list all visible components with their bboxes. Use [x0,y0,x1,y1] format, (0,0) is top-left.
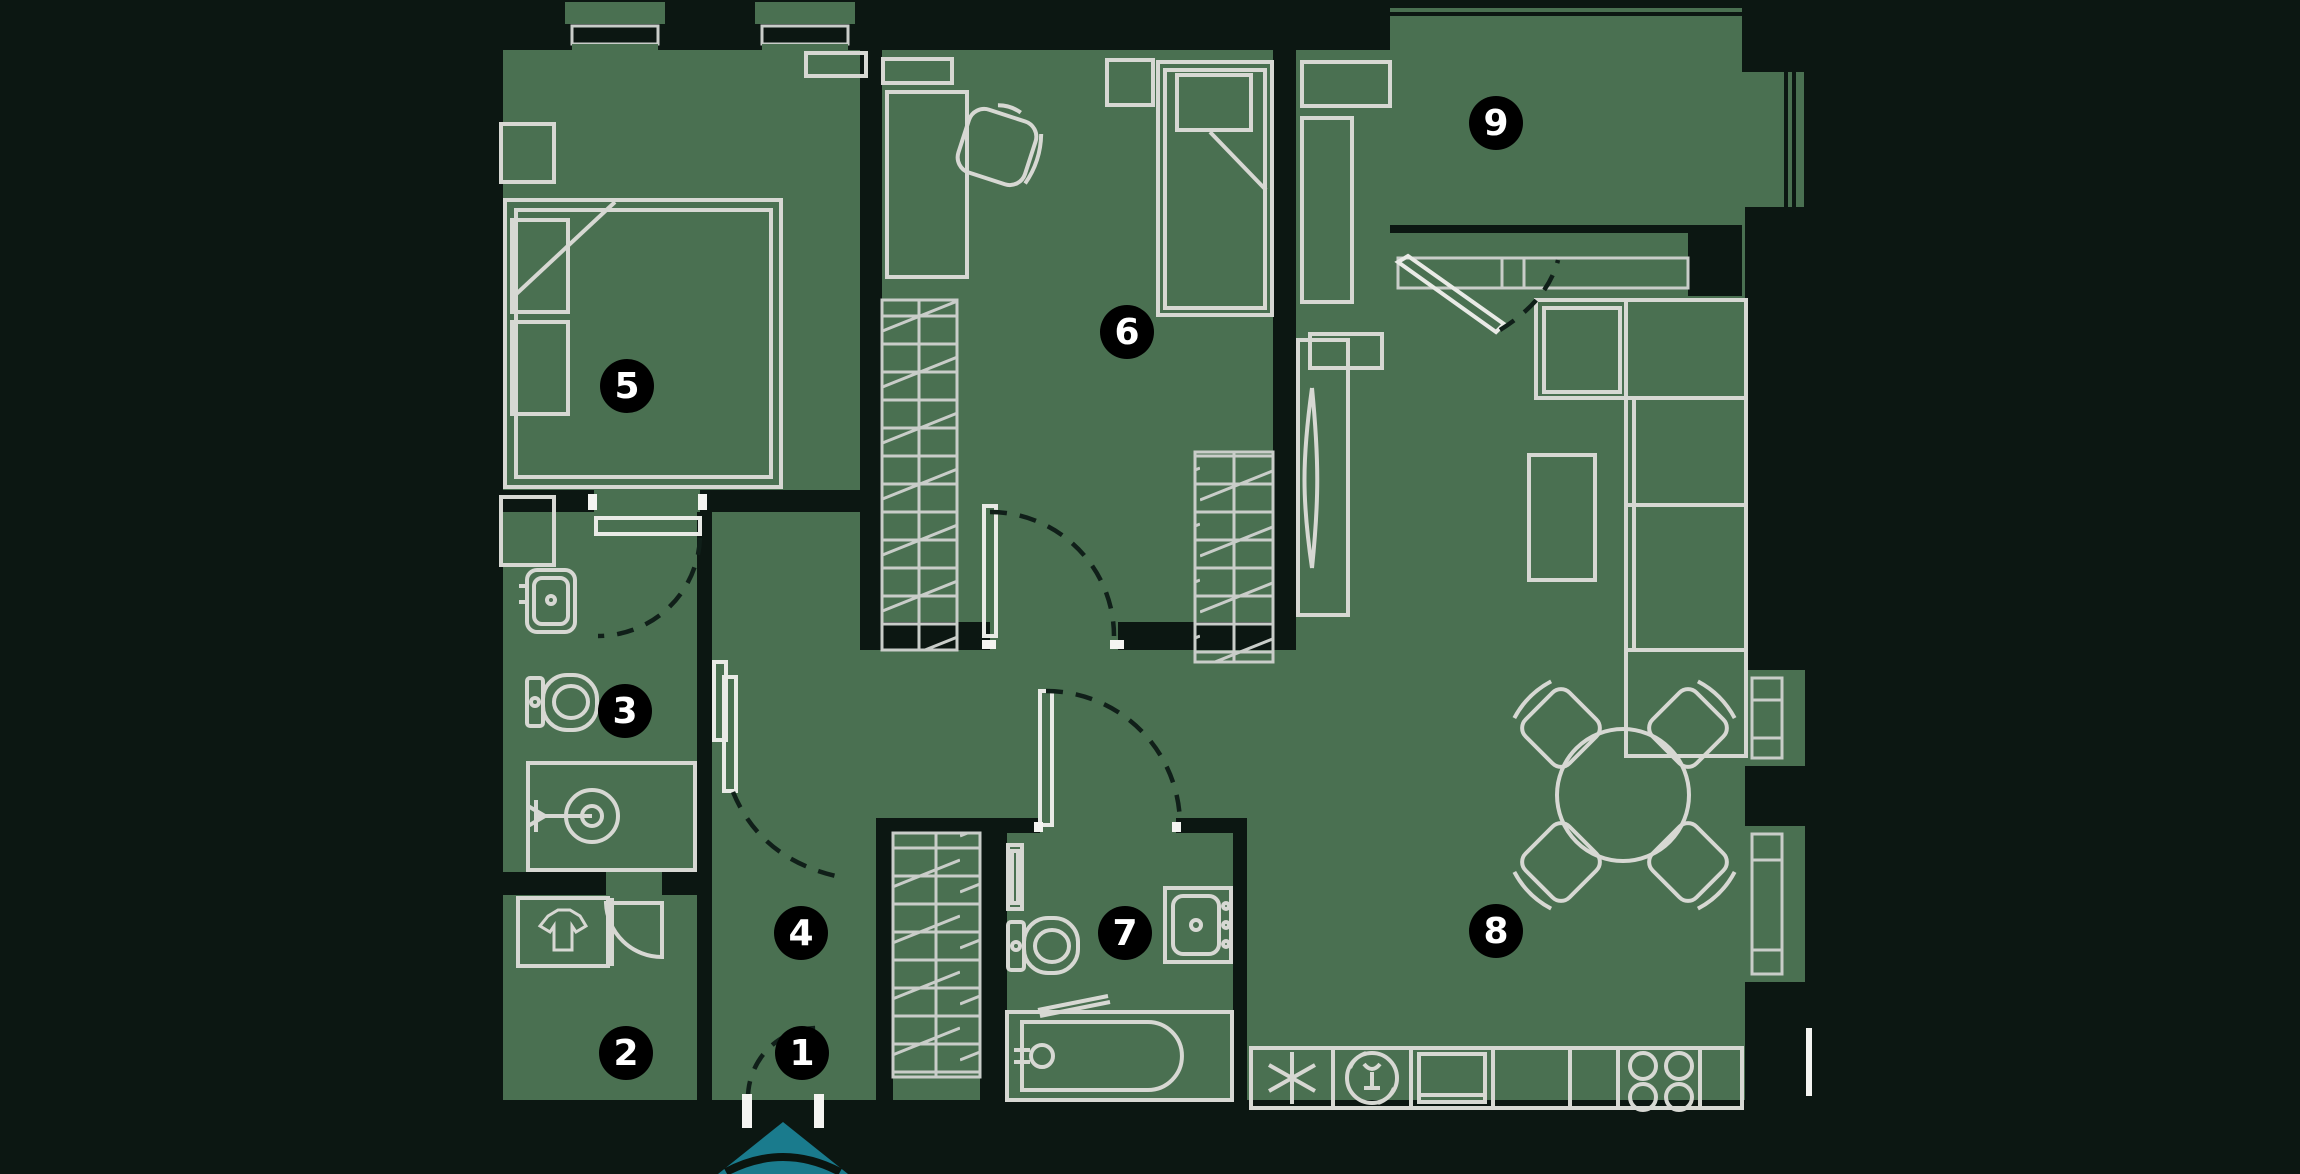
door-leaves [594,253,1508,827]
shower-icon [526,761,697,872]
windows [565,2,1805,982]
dining-table-icon [1555,727,1691,863]
door-jambs [588,494,1812,1128]
bath-mixer [1037,994,1111,1018]
bedroom-bath-door-leaf [594,516,702,536]
tshirt-wardrobe-icon [516,896,614,968]
kidsroom-door-leaf [982,504,998,638]
shelf [881,57,954,85]
desk-chair-icon [955,103,1044,188]
nightstand [1105,58,1155,107]
towel-rail [1006,843,1024,911]
oven-icon [1417,1052,1487,1104]
bathtub-icon [1005,994,1234,1102]
nightstand [499,495,556,567]
balcony-floor [1390,8,1742,225]
tv-icon [1302,387,1320,569]
kitchen-counter [1249,1046,1744,1112]
wardrobe-room-furniture [516,896,664,968]
bathroom-fixtures [1005,843,1234,1102]
dining-chair-icon [1512,679,1602,769]
room-badge-1: 1 [775,1026,829,1080]
coffee-table [1527,453,1597,582]
desk-icon [885,90,969,279]
nightstand [499,122,556,184]
entrance-arrow-icon [718,1122,848,1174]
balcony-door-leaf [1394,253,1508,335]
living-room-furniture [1296,60,1748,911]
single-bed-icon [1156,60,1274,317]
toilet-icon [1006,916,1080,975]
room-badge-5: 5 [600,359,654,413]
room-badge-2: 2 [599,1026,653,1080]
blanket-fold [510,200,617,300]
room-badge-9: 9 [1469,96,1523,150]
closets [880,298,1275,1079]
dining-chair-icon [1647,679,1737,769]
kidsroom-bottom-closet [1193,450,1275,664]
pillow [510,320,570,416]
shelf [804,51,868,78]
shelf [1300,60,1392,108]
blanket-fold [1208,130,1268,192]
double-bed-icon [503,198,783,489]
bedroom-furniture [499,51,868,567]
room-badge-8: 8 [1469,904,1523,958]
room-badge-4: 4 [774,906,828,960]
hall-mirror [712,660,728,742]
living-right-window-2 [1745,826,1805,982]
sink-icon [1163,886,1233,964]
dining-chair-icon [1647,821,1737,911]
corner-sofa-icon [1534,298,1748,758]
towel-rail-inner [1010,849,1020,905]
kidsroom-furniture [881,57,1274,317]
sink-icon [519,568,577,634]
tshirt-icon [537,908,589,952]
kidsroom-left-closet [880,298,959,652]
room-badge-7: 7 [1098,906,1152,960]
pillow [1175,73,1253,132]
bedroom-window [565,2,665,55]
room2-door-leaf [603,901,664,960]
radiator [1806,1028,1812,1096]
room-badge-6: 6 [1100,305,1154,359]
hall-closet [891,831,982,1079]
dining-chair-icon [1512,821,1602,911]
room-badge-3: 3 [598,684,652,738]
shower-room-fixtures [519,568,697,872]
cabinet [1300,116,1354,304]
pillow [510,218,570,314]
dishwasher-icon [1345,1051,1399,1105]
tv-stand [1296,338,1350,617]
toilet-icon [525,673,599,732]
kidsroom-window [755,2,855,55]
freezer-asterisk-icon [1268,1052,1316,1104]
hob-icon [1628,1051,1694,1112]
living-right-window-1 [1745,670,1805,766]
